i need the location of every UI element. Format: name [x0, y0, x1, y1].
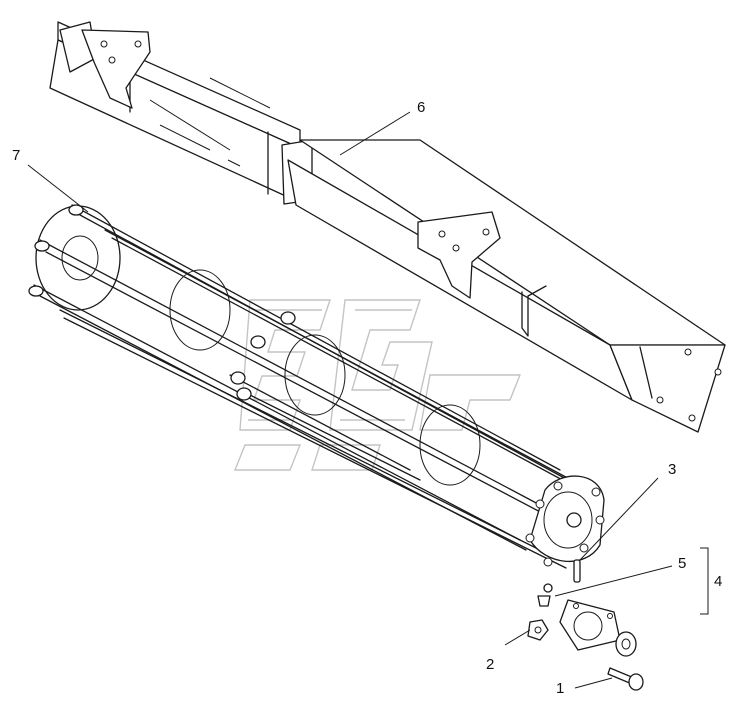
pin-part-3 — [573, 559, 581, 583]
nut-part-2 — [527, 619, 549, 641]
frame-beam-part-6 — [49, 21, 726, 433]
callout-2: 2 — [486, 656, 494, 673]
leader-lines — [27, 111, 709, 689]
callout-4: 4 — [714, 573, 722, 590]
grease-nipple-part-5 — [537, 583, 553, 607]
callout-6: 6 — [417, 99, 425, 116]
callout-1: 1 — [556, 680, 564, 697]
watermark-logo — [233, 299, 522, 471]
bearing-housing-part-4 — [559, 599, 637, 657]
bolt-part-1 — [607, 667, 644, 691]
callout-3: 3 — [668, 461, 676, 478]
callout-5: 5 — [678, 555, 686, 572]
cage-roller-part-7 — [28, 204, 605, 569]
callout-7: 7 — [12, 147, 20, 164]
